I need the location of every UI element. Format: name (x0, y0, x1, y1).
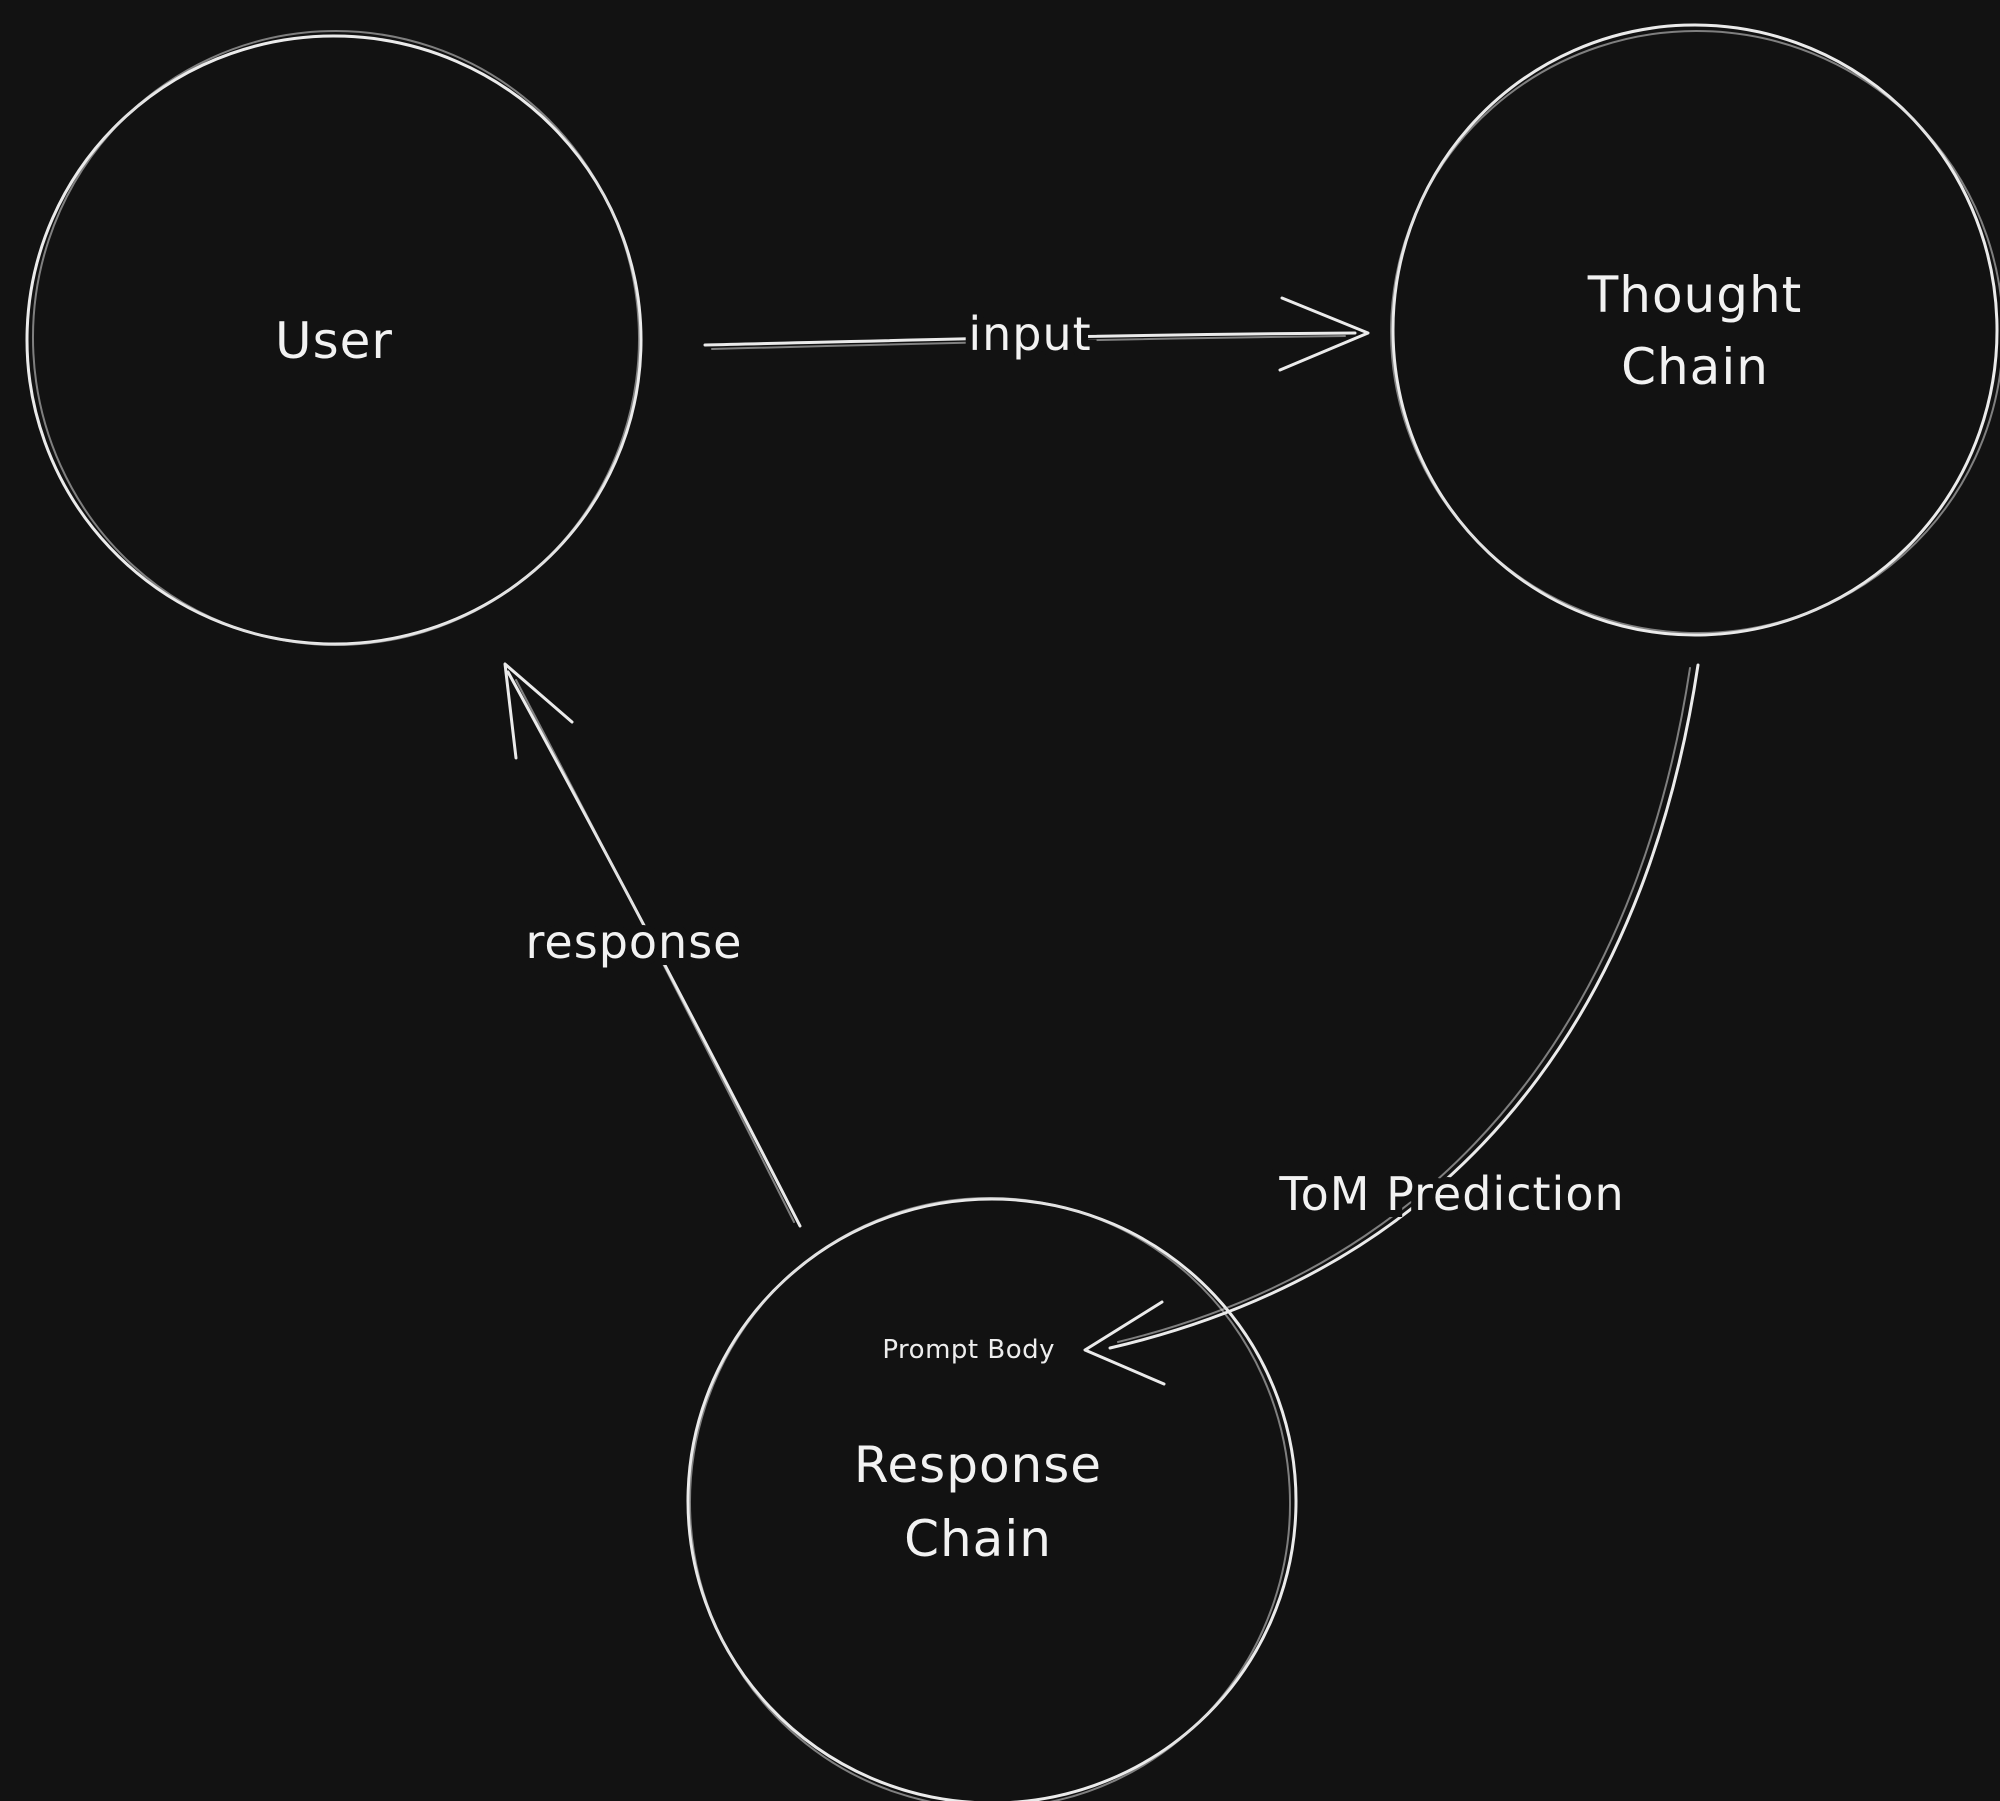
node-thought-chain: Thought Chain (1390, 23, 2000, 637)
input-arrowhead-icon (1278, 296, 1370, 372)
tom-prediction-edge-label: ToM Prediction (1278, 1167, 1624, 1221)
node-response-chain: Response Chain Prompt Body (686, 1197, 1298, 1801)
response-chain-label-line2: Chain (904, 1510, 1052, 1568)
input-arrow-line (703, 331, 1357, 347)
input-edge-label: input (968, 307, 1091, 361)
response-chain-label-line1: Response (854, 1436, 1102, 1494)
edge-response: response (503, 662, 802, 1228)
edge-input: input (703, 296, 1370, 372)
tom-prediction-arrow-curve (1108, 663, 1700, 1350)
response-arrowhead-icon (503, 662, 574, 760)
thought-chain-circle (1391, 23, 1999, 637)
user-circle-overdraw (31, 30, 641, 646)
response-edge-label: response (526, 915, 743, 969)
edge-tom-prediction: ToM Prediction (1083, 663, 1700, 1386)
response-chain-circle-overdraw (688, 1197, 1292, 1801)
thought-chain-label-line1: Thought (1587, 266, 1803, 324)
thought-chain-label-line2: Chain (1621, 338, 1769, 396)
input-arrow-line-overdraw (711, 335, 1346, 350)
response-arrow-line-overdraw (515, 679, 795, 1223)
prompt-body-label: Prompt Body (882, 1335, 1055, 1365)
node-user: User (25, 30, 643, 646)
user-label: User (275, 312, 393, 370)
tom-prediction-arrowhead-icon (1083, 1300, 1166, 1386)
thought-chain-circle-overdraw (1390, 29, 2000, 635)
tom-prediction-arrow-curve-overdraw (1117, 667, 1691, 1343)
